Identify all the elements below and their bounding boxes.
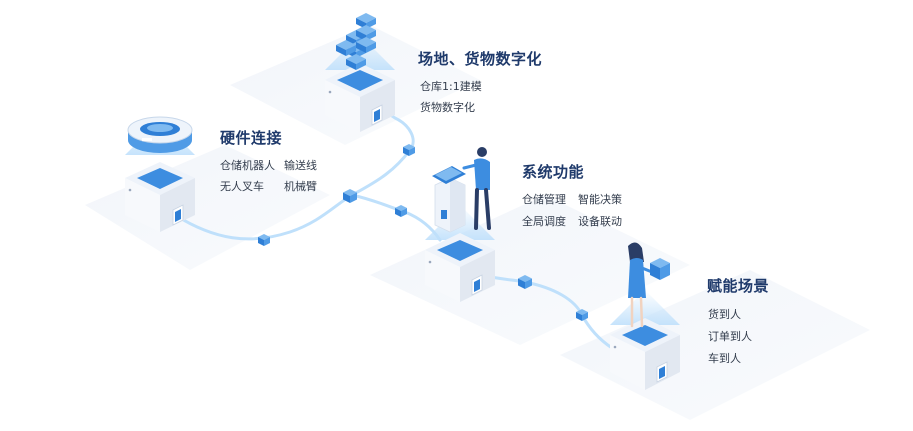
section-item: 仓储管理 bbox=[522, 193, 566, 206]
connector-node bbox=[258, 234, 270, 246]
section-item: 输送线 bbox=[284, 159, 317, 172]
section-item: 车到人 bbox=[708, 352, 741, 365]
robot-icon bbox=[127, 116, 193, 153]
section-title-digitization: 场地、货物数字化 bbox=[418, 50, 543, 68]
connector-node bbox=[403, 144, 415, 156]
server-stack-icon bbox=[336, 13, 376, 70]
connector-node bbox=[343, 189, 357, 203]
connector-node bbox=[576, 309, 588, 321]
platform-hardware bbox=[85, 145, 330, 270]
section-item: 仓库1:1建模 bbox=[420, 80, 482, 93]
section-title-system: 系统功能 bbox=[522, 163, 585, 181]
section-item: 仓储机器人 bbox=[220, 159, 275, 172]
section-title-scenarios: 赋能场景 bbox=[707, 277, 770, 295]
section-item: 货物数字化 bbox=[420, 101, 475, 114]
section-item: 设备联动 bbox=[578, 215, 622, 228]
section-title-hardware: 硬件连接 bbox=[220, 129, 283, 147]
person-with-box-icon bbox=[628, 242, 670, 328]
section-item: 无人叉车 bbox=[220, 180, 264, 193]
section-item: 货到人 bbox=[708, 308, 741, 321]
connector-nodes bbox=[258, 144, 588, 321]
connector-node bbox=[395, 205, 407, 217]
section-item: 机械臂 bbox=[284, 180, 317, 193]
section-item: 订单到人 bbox=[708, 330, 752, 343]
section-item: 全局调度 bbox=[522, 215, 566, 228]
platform-system bbox=[370, 195, 690, 345]
box-scenarios bbox=[610, 290, 680, 390]
section-item: 智能决策 bbox=[578, 193, 622, 206]
connector-node bbox=[518, 275, 532, 289]
operator-kiosk-icon bbox=[432, 147, 491, 233]
